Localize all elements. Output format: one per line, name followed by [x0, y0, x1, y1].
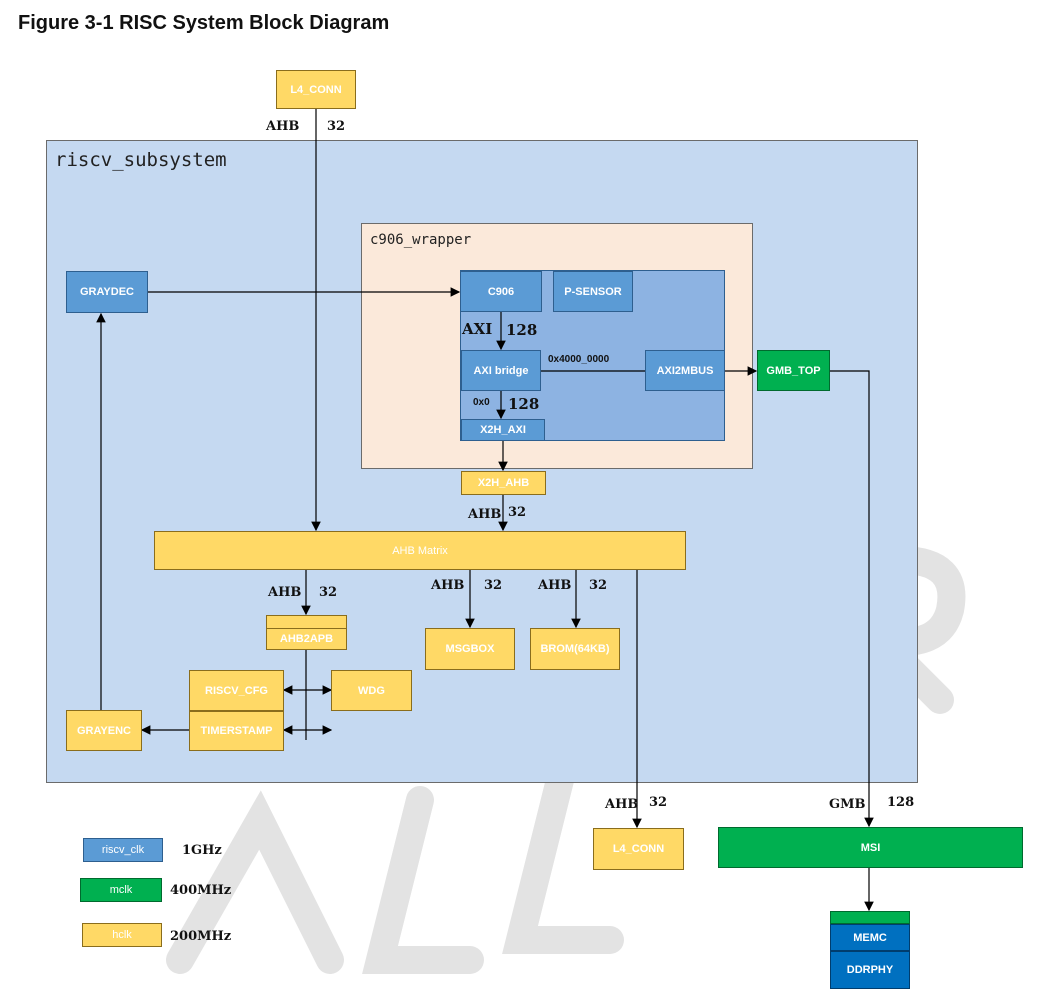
label-axi: AXI — [462, 320, 493, 338]
legend-swatch-riscv-clk: riscv_clk — [83, 838, 163, 862]
p-sensor-block: P-SENSOR — [553, 271, 633, 312]
legend-swatch-hclk: hclk — [82, 923, 162, 947]
label-addr-4000: 0x4000_0000 — [548, 354, 610, 365]
legend-freq-riscv-clk: 1GHz — [182, 843, 222, 858]
label-32-msgbox: 32 — [484, 578, 503, 593]
x2h-ahb-block: X2H_AHB — [461, 471, 546, 495]
l4-conn-bottom-block: L4_CONN — [593, 828, 684, 870]
graydec-block: GRAYDEC — [66, 271, 148, 313]
legend-swatch-mclk: mclk — [80, 878, 162, 902]
riscv-cfg-block: RISCV_CFG — [189, 670, 284, 711]
label-ahb-apb: AHB — [268, 585, 302, 600]
label-ahb-x2h: AHB — [468, 507, 502, 522]
l4-conn-top-block: L4_CONN — [276, 70, 356, 109]
label-32-top: 32 — [327, 119, 346, 134]
label-ahb-brom: AHB — [538, 578, 572, 593]
memc-top-strip — [830, 911, 910, 924]
ahb-matrix-block: AHB Matrix — [154, 531, 686, 570]
axi-bridge-block: AXI bridge — [461, 350, 541, 391]
timerstamp-block: TIMERSTAMP — [189, 711, 284, 751]
c906-wrapper-label: c906_wrapper — [370, 232, 472, 248]
memc-block: MEMC — [830, 924, 910, 951]
ahb2apb-top-strip — [267, 616, 346, 629]
ahb2apb-label: AHB2APB — [279, 633, 334, 645]
label-32-apb: 32 — [319, 585, 338, 600]
wdg-block: WDG — [331, 670, 412, 711]
msi-block: MSI — [718, 827, 1023, 868]
label-ahb-msgbox: AHB — [431, 578, 465, 593]
label-ahb-top: AHB — [266, 119, 300, 134]
label-128-gmb: 128 — [887, 795, 915, 810]
label-128-x2h: 128 — [508, 395, 540, 413]
brom-block: BROM(64KB) — [530, 628, 620, 670]
label-addr-0: 0x0 — [473, 397, 490, 408]
label-32-x2h: 32 — [508, 505, 527, 520]
x2h-axi-block: X2H_AXI — [461, 419, 545, 441]
gmb-top-block: GMB_TOP — [757, 350, 830, 391]
label-ahb-l4: AHB — [605, 797, 639, 812]
legend-freq-mclk: 400MHz — [170, 883, 232, 898]
c906-block: C906 — [460, 271, 542, 312]
label-128-axi: 128 — [506, 321, 538, 339]
msgbox-block: MSGBOX — [425, 628, 515, 670]
label-32-l4: 32 — [649, 795, 668, 810]
grayenc-block: GRAYENC — [66, 710, 142, 751]
legend-freq-hclk: 200MHz — [170, 929, 232, 944]
axi2mbus-block: AXI2MBUS — [645, 350, 725, 391]
ahb2apb-block: AHB2APB — [266, 615, 347, 650]
figure-title: Figure 3-1 RISC System Block Diagram — [18, 12, 390, 34]
label-32-brom: 32 — [589, 578, 608, 593]
label-gmb: GMB — [829, 797, 866, 812]
ddrphy-block: DDRPHY — [830, 951, 910, 989]
riscv-subsystem-label: riscv_subsystem — [55, 149, 227, 171]
